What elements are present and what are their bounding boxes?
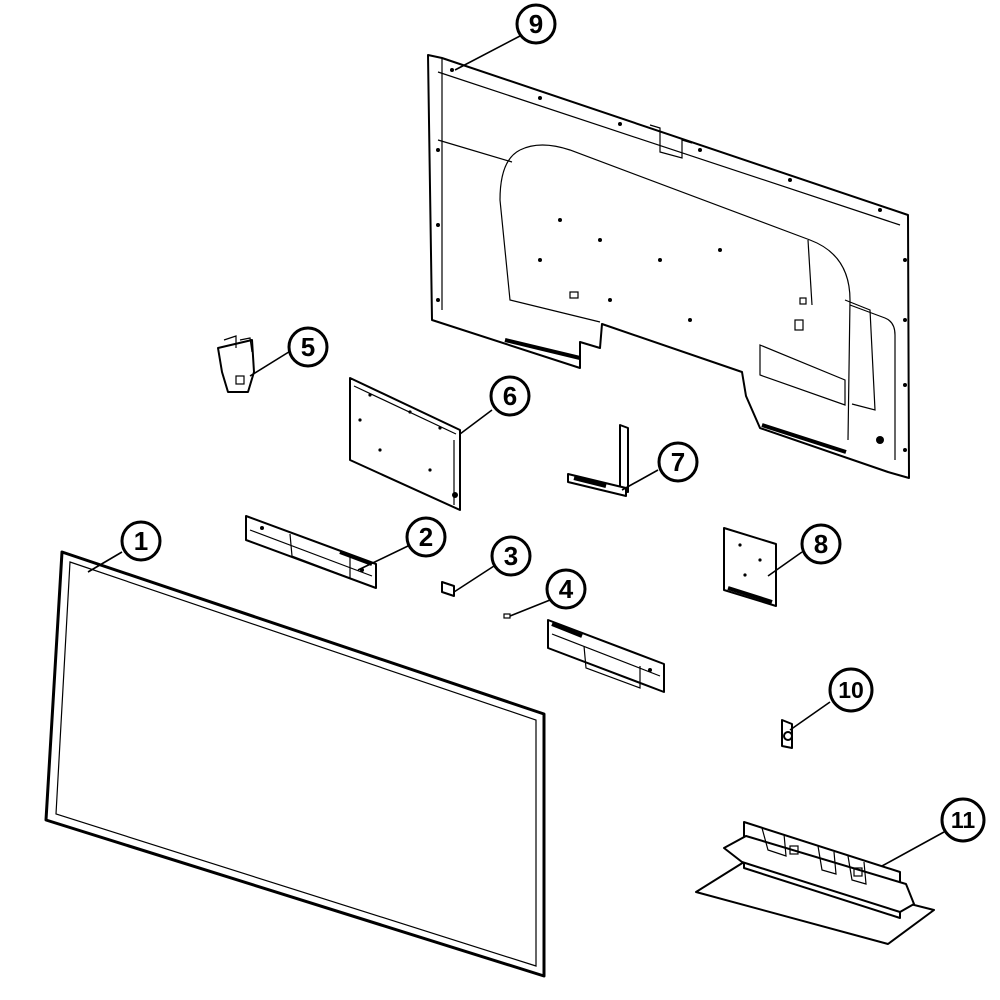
part-6-board <box>349 377 461 511</box>
callout-4: 4 <box>545 568 587 610</box>
part-1-display-panel <box>44 550 546 978</box>
part-7-bracket <box>567 424 629 497</box>
leader-1 <box>87 551 123 573</box>
callout-5-label: 5 <box>301 332 315 362</box>
part-5-bracket <box>217 335 255 393</box>
part-4-speaker <box>503 613 665 693</box>
part-10-sensor <box>781 719 793 749</box>
callout-3-label: 3 <box>504 541 518 571</box>
part-2-speaker <box>245 515 377 589</box>
callout-5: 5 <box>287 326 329 368</box>
callout-6: 6 <box>489 375 531 417</box>
callout-11-label: 11 <box>951 807 976 833</box>
callout-3: 3 <box>490 535 532 577</box>
part-3-clip <box>441 581 455 597</box>
callout-8: 8 <box>800 523 842 565</box>
leader-7 <box>621 469 659 491</box>
part-8-board <box>723 527 777 607</box>
part-9-rear-cover <box>427 54 910 479</box>
part-11-stand <box>695 821 935 945</box>
leader-2 <box>357 545 409 571</box>
leader-4 <box>509 599 551 617</box>
callout-10-label: 10 <box>838 677 864 703</box>
leader-lines <box>87 35 945 867</box>
leader-6 <box>459 409 493 435</box>
callout-8-label: 8 <box>814 529 828 559</box>
callout-7-label: 7 <box>671 447 685 477</box>
leader-5 <box>249 349 293 377</box>
callout-6-label: 6 <box>503 381 517 411</box>
leader-8 <box>767 551 803 577</box>
leader-10 <box>789 701 831 731</box>
callout-9: 9 <box>515 3 557 45</box>
callout-4-label: 4 <box>559 574 574 604</box>
callout-10: 10 <box>828 667 874 713</box>
callout-9-label: 9 <box>529 9 543 39</box>
callout-1-label: 1 <box>134 526 148 556</box>
callout-1: 1 <box>120 520 162 562</box>
callout-11: 11 <box>940 797 986 843</box>
callout-2-label: 2 <box>419 522 433 552</box>
callout-2: 2 <box>405 516 447 558</box>
leader-11 <box>881 831 945 867</box>
callout-7: 7 <box>657 441 699 483</box>
leader-3 <box>453 565 495 593</box>
leader-9 <box>454 35 521 71</box>
